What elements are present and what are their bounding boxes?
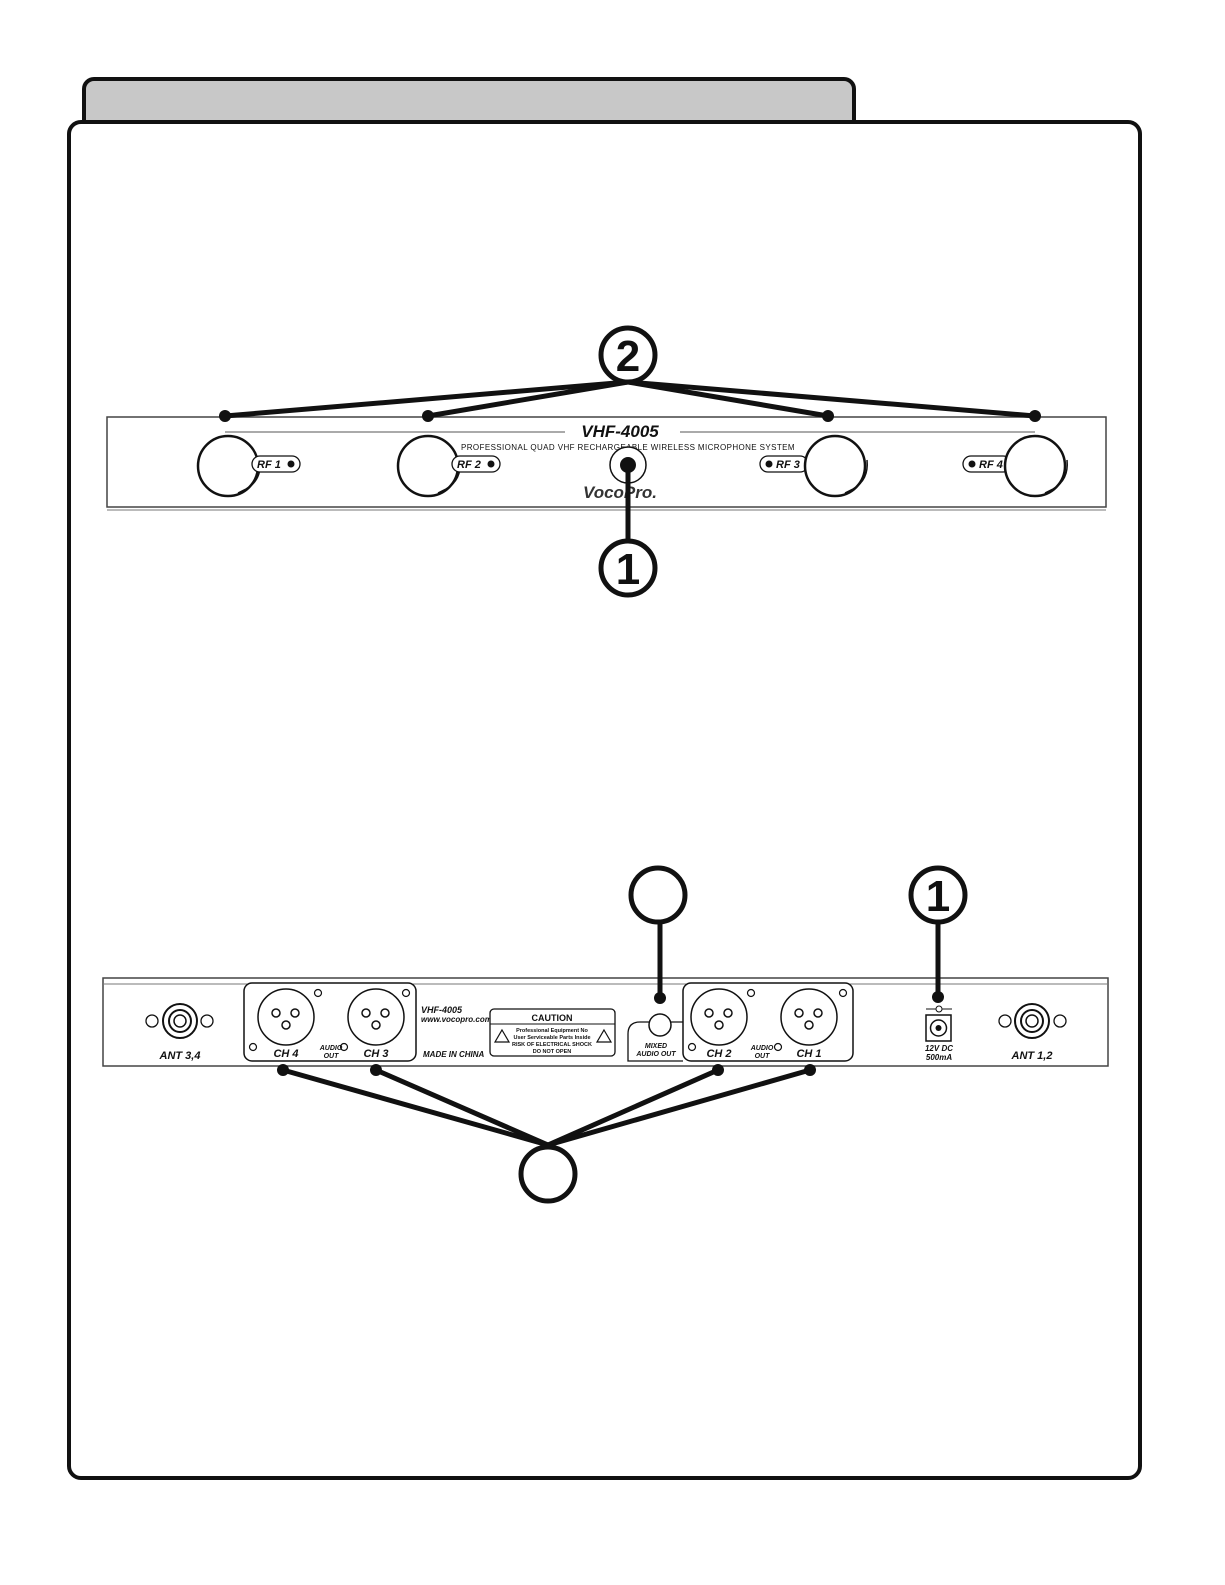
rf-led-2 (487, 460, 495, 468)
rf-led-3 (765, 460, 773, 468)
xlr-ch2[interactable] (687, 988, 756, 1052)
xlr-ch1[interactable] (773, 988, 848, 1052)
rf-knob-3[interactable] (803, 434, 868, 498)
front-callout-1-number: 1 (616, 545, 640, 594)
shock-triangle-icon (595, 1028, 613, 1043)
caution-line-3: RISK OF ELECTRICAL SHOCK (512, 1042, 592, 1048)
front-callout-2-number: 2 (616, 332, 640, 381)
ch4-label: CH 4 (273, 1048, 298, 1060)
rear-model-label: VHF-4005 (421, 1005, 463, 1015)
rear-callout-xlr (277, 1064, 816, 1204)
rear-panel: ANT 3,4 CH 4 CH 3 AUDIO OUT VHF-4005 www… (102, 977, 1109, 1067)
power-label-2: 500mA (926, 1053, 952, 1062)
antenna-connector-left[interactable] (145, 1003, 214, 1039)
audio-out-left-1: AUDIO (319, 1045, 343, 1052)
rf-label-1: RF 1 (257, 459, 281, 471)
power-label-1: 12V DC (925, 1044, 953, 1053)
antenna-right-label: ANT 1,2 (1011, 1050, 1053, 1062)
caution-label (489, 1008, 616, 1057)
rf-indicator-1 (251, 455, 301, 473)
xlr-ch3[interactable] (339, 988, 411, 1052)
rear-callout-1: 1 (908, 865, 968, 1003)
audio-out-left-2: OUT (324, 1053, 340, 1060)
front-callout-2: 2 (219, 325, 1041, 422)
ch2-label: CH 2 (706, 1048, 731, 1060)
front-panel: VHF-4005 PROFESSIONAL QUAD VHF RECHARGEA… (106, 416, 1107, 511)
mixed-out-label-1: MIXED (645, 1043, 667, 1050)
dc-power-jack[interactable] (925, 1005, 952, 1042)
audio-out-right-1: AUDIO (750, 1045, 774, 1052)
rf-label-3: RF 3 (776, 459, 800, 471)
rear-callout-1-number: 1 (926, 872, 950, 921)
rf-knob-2[interactable] (396, 434, 461, 498)
rf-led-4 (968, 460, 976, 468)
caution-line-4: DO NOT OPEN (533, 1049, 572, 1055)
warning-triangle-icon (493, 1028, 511, 1043)
brand-logo: VocoPro. (583, 483, 657, 502)
caution-line-1: Professional Equipment No (516, 1028, 588, 1034)
caution-line-2: User Serviceable Parts Inside (513, 1035, 590, 1041)
front-model-label: VHF-4005 (581, 422, 659, 441)
mixed-audio-out-jack[interactable] (648, 1013, 672, 1037)
audio-out-right-2: OUT (755, 1053, 771, 1060)
rf-label-2: RF 2 (457, 459, 481, 471)
made-in-label: MADE IN CHINA (423, 1050, 485, 1059)
ch3-label: CH 3 (363, 1048, 388, 1060)
rf-indicator-2 (451, 455, 501, 473)
caution-title: CAUTION (532, 1013, 573, 1023)
ch1-label: CH 1 (796, 1048, 821, 1060)
antenna-left-label: ANT 3,4 (159, 1050, 201, 1062)
mixed-out-label-2: AUDIO OUT (635, 1051, 676, 1058)
front-callout-1: 1 (598, 472, 658, 598)
rf-knob-1[interactable] (196, 434, 261, 498)
website-label: www.vocopro.com (421, 1015, 492, 1024)
rf-label-4: RF 4 (979, 459, 1003, 471)
power-switch[interactable] (609, 446, 647, 484)
rear-callout-mixed-out (628, 865, 688, 1004)
rf-knob-4[interactable] (1003, 434, 1068, 498)
antenna-connector-right[interactable] (998, 1003, 1067, 1039)
rf-led-1 (287, 460, 295, 468)
xlr-ch4[interactable] (248, 988, 323, 1052)
